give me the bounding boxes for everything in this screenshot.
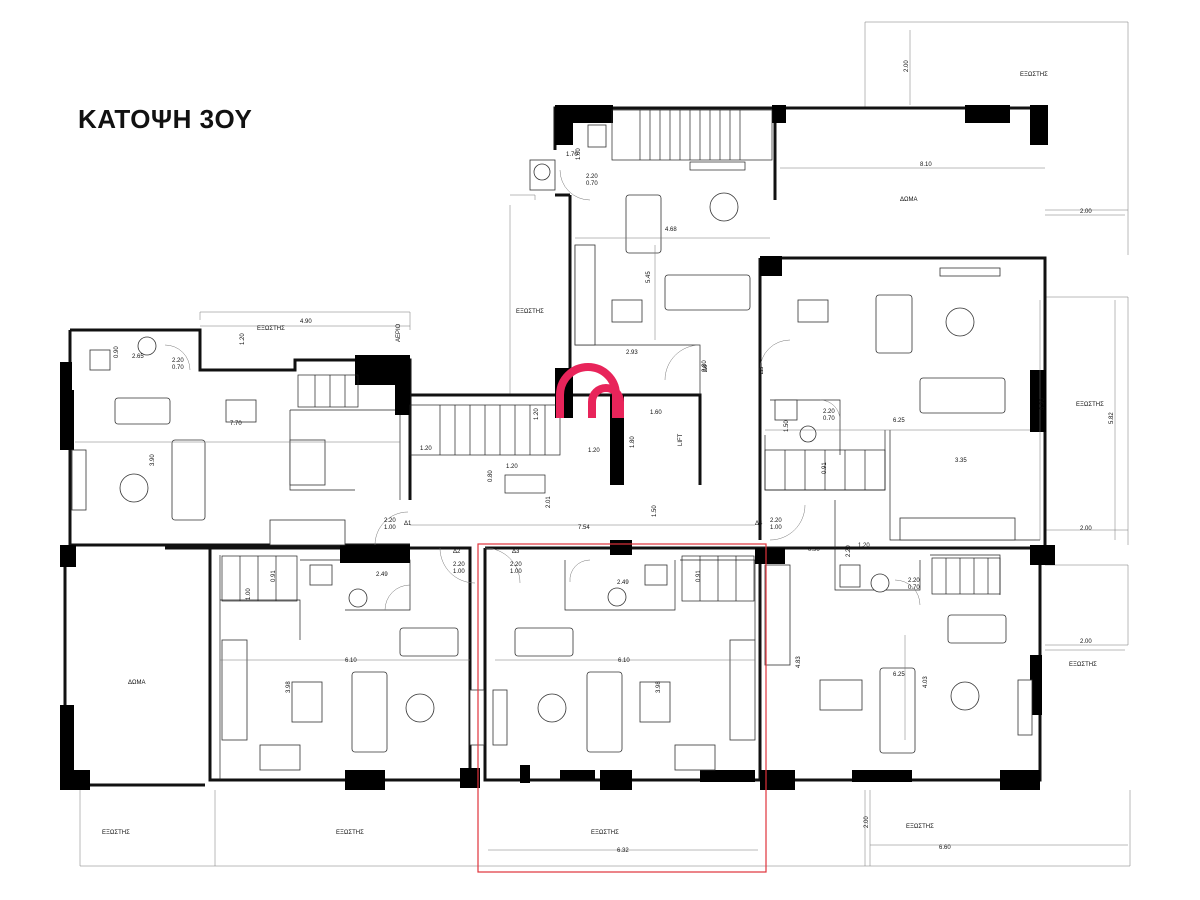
lift-label: LIFT xyxy=(678,433,684,446)
dimension-label: 1.00 xyxy=(770,525,782,531)
opening-label: Δ3 xyxy=(512,549,520,555)
dimension-lines xyxy=(75,30,1128,866)
dimension-label: 2.20 xyxy=(384,518,396,524)
dimension-label: 1.70 xyxy=(566,152,578,158)
dimension-label: 5.45 xyxy=(646,271,652,283)
dimension-label: 7.70 xyxy=(230,421,242,427)
dimension-label: 4.83 xyxy=(796,656,802,668)
opening-label: Δ5 xyxy=(759,366,765,374)
dimension-label: 6.60 xyxy=(939,845,951,851)
dimension-label: 1.80 xyxy=(630,436,636,448)
dimension-label: 6.25 xyxy=(893,418,905,424)
dimension-label: 1.20 xyxy=(240,333,246,345)
dimension-label: 3.98 xyxy=(656,681,662,693)
dimension-label: 2.20 xyxy=(510,562,522,568)
space-label: ΕΞΩΣΤΗΣ xyxy=(257,326,285,332)
opening-label: Δ4 xyxy=(755,521,763,527)
dimension-label: 2.49 xyxy=(617,580,629,586)
opening-label: Δ2 xyxy=(453,549,461,555)
dimension-label: 6.25 xyxy=(893,672,905,678)
dimension-label: 0.90 xyxy=(114,346,120,358)
dimension-label: 0.70 xyxy=(823,416,835,422)
dimension-label: 1.20 xyxy=(588,448,600,454)
dimension-label: 1.60 xyxy=(576,148,582,160)
dimension-label: 4.03 xyxy=(923,676,929,688)
dimension-label: 2.01 xyxy=(546,496,552,508)
dimension-label: 2.00 xyxy=(1080,526,1092,532)
dimension-label: 1.00 xyxy=(246,588,252,600)
dimension-label: 0.91 xyxy=(271,570,277,582)
dimension-label: 3.98 xyxy=(286,681,292,693)
dimension-label: 5.82 xyxy=(1109,412,1115,424)
dimension-label: 1.60 xyxy=(650,410,662,416)
dimension-label: 6.10 xyxy=(345,658,357,664)
dimension-label: 0.70 xyxy=(172,365,184,371)
dimension-label: 1.00 xyxy=(510,569,522,575)
dimension-label: 4.68 xyxy=(665,227,677,233)
opening-label: Δ1 xyxy=(404,521,412,527)
space-label: ΕΞΩΣΤΗΣ xyxy=(591,830,619,836)
dimension-label: 1.20 xyxy=(506,464,518,470)
dimension-label: 4.90 xyxy=(300,319,312,325)
space-label: ΕΞΩΣΤΗΣ xyxy=(906,824,934,830)
dimension-label: 0.90 xyxy=(808,547,820,553)
dimension-label: 0.91 xyxy=(822,462,828,474)
opening-label: Δ6 xyxy=(703,364,709,372)
dimension-label: 3.35 xyxy=(955,458,967,464)
opening-tags: Δ1 Δ2 Δ3 Δ4 Δ5 Δ6 xyxy=(404,364,765,555)
dimension-label: 2.93 xyxy=(626,350,638,356)
door-swings xyxy=(164,169,921,611)
space-label: ΕΞΩΣΤΗΣ xyxy=(1069,662,1097,668)
dimension-label: 1.00 xyxy=(453,569,465,575)
dimension-label: 2.00 xyxy=(904,60,910,72)
plan-title: ΚΑΤΟΨΗ 3ΟΥ xyxy=(78,104,252,134)
dimension-label: 7.54 xyxy=(578,525,590,531)
space-label: ΕΞΩΣΤΗΣ xyxy=(1076,402,1104,408)
dimension-label: 2.20 xyxy=(770,518,782,524)
dimension-label: 2.20 xyxy=(846,545,852,557)
dimension-label: 0.80 xyxy=(488,470,494,482)
dimension-label: 0.70 xyxy=(908,585,920,591)
space-labels: ΕΞΩΣΤΗΣ ΕΞΩΣΤΗΣ ΕΞΩΣΤΗΣ ΕΞΩΣΤΗΣ ΕΞΩΣΤΗΣ … xyxy=(102,72,1104,836)
dimension-label: 2.20 xyxy=(453,562,465,568)
dimension-label: 2.20 xyxy=(586,174,598,180)
dimension-label: 3.90 xyxy=(150,454,156,466)
dimension-label: 2.00 xyxy=(864,816,870,828)
space-label: ΕΞΩΣΤΗΣ xyxy=(516,309,544,315)
brand-logo xyxy=(556,363,624,418)
dimension-label: 1.00 xyxy=(384,525,396,531)
space-label: ΕΞΩΣΤΗΣ xyxy=(336,830,364,836)
dimension-label: 1.50 xyxy=(652,505,658,517)
dimension-labels: 2.00 8.10 2.00 4.68 5.45 1.70 1.60 2.20 … xyxy=(114,60,1115,854)
dimension-label: 2.20 xyxy=(823,409,835,415)
dimension-label: 2.49 xyxy=(376,572,388,578)
dimension-label: 2.20 xyxy=(172,358,184,364)
dimension-label: 1.20 xyxy=(420,446,432,452)
gas-label: ΑΕΡΙΟ xyxy=(396,323,402,342)
terrace-outlines xyxy=(79,21,1131,867)
space-label: ΔΩΜΑ xyxy=(128,680,146,686)
dimension-label: 8.10 xyxy=(920,162,932,168)
space-label: ΕΞΩΣΤΗΣ xyxy=(1020,72,1048,78)
furniture xyxy=(71,124,1033,771)
dimension-label: 2.00 xyxy=(1080,209,1092,215)
dimension-label: 8.90 xyxy=(1040,398,1046,410)
space-label: ΕΞΩΣΤΗΣ xyxy=(102,830,130,836)
dimension-label: 2.65 xyxy=(132,354,144,360)
dimension-label: 1.20 xyxy=(534,408,540,420)
dimension-label: 0.91 xyxy=(696,570,702,582)
dimension-label: 0.70 xyxy=(586,181,598,187)
dimension-label: 2.00 xyxy=(1080,639,1092,645)
staircases xyxy=(221,109,1001,602)
selected-unit-highlight xyxy=(477,543,767,873)
dimension-label: 6.10 xyxy=(618,658,630,664)
dimension-label: 0.80 xyxy=(702,360,708,372)
dimension-label: 6.32 xyxy=(617,848,629,854)
dimension-label: 2.20 xyxy=(908,578,920,584)
dimension-label: 1.50 xyxy=(784,420,790,432)
dimension-label: 1.20 xyxy=(858,543,870,549)
space-label: ΔΩΜΑ xyxy=(900,197,918,203)
